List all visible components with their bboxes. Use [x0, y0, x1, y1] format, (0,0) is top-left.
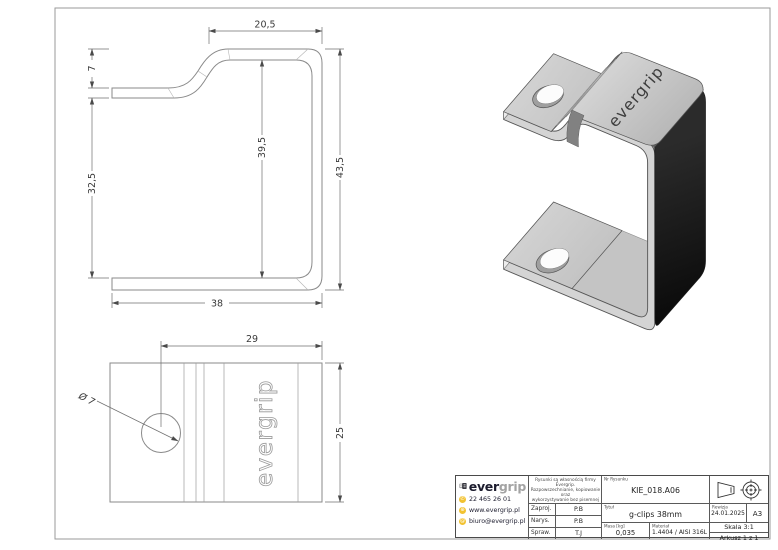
drawing-number-cell: Nr Rysunku KIE_018.A06 — [602, 476, 709, 503]
sheet-number: Arkusz 1 z 1 — [710, 531, 768, 542]
bottom-dimension-lines — [96, 341, 344, 503]
approval-row-designed: Zaproj. P.B — [529, 503, 601, 515]
profile-outline — [111, 48, 323, 291]
dim-depth: 25 — [335, 427, 346, 439]
sheet-format: A3 — [752, 509, 763, 518]
bend-lines — [183, 363, 299, 502]
first-angle-projection-icon — [717, 479, 762, 501]
iso-bottom-flange — [503, 201, 623, 289]
dim-total-height: 43,5 — [335, 157, 346, 178]
revision-label: Rewizja — [712, 505, 728, 510]
projection-symbol-cell — [710, 476, 768, 503]
dim-left-height: 32,5 — [87, 173, 98, 194]
meta-panel: Rewizja 24.01.2025 A3 Skala 3:1 Arkusz 1… — [709, 476, 768, 542]
disclaimer-line: wykorzystywanie bez pisemnej zgody — [531, 496, 600, 503]
format-cell: A3 — [746, 504, 768, 522]
dim-hole-offset: 29 — [246, 334, 258, 345]
approval-label: Spraw. — [531, 530, 551, 536]
dim-hole-dia: Ø 7 — [76, 390, 97, 408]
material-label: Materiał — [652, 524, 670, 529]
revision-format-cell: Rewizja 24.01.2025 A3 — [710, 503, 768, 522]
scale-sheet-cell: Skala 3:1 Arkusz 1 z 1 — [710, 522, 768, 542]
scale-value: Skala 3:1 — [724, 523, 754, 531]
brand-name-light: grip — [498, 478, 526, 494]
mass-label: Masa [kg] — [604, 524, 625, 529]
dim-inner-height: 39,5 — [257, 137, 268, 158]
disclaimer: Rysunki są własnością firmy Evergrip. Ro… — [529, 476, 601, 503]
evergrip-logo-icon — [459, 483, 467, 489]
approval-value: P.B — [555, 516, 601, 527]
disclaimer-line: Rysunki są własnością firmy Evergrip. — [535, 477, 596, 488]
material-cell: Materiał 1.4404 / AISI 316L — [649, 523, 709, 539]
dim-bottom-width: 38 — [211, 299, 223, 310]
bend-tangent-lines — [167, 48, 309, 291]
approval-row-drawn: Narys. P.B — [529, 515, 601, 527]
brand-name-bold: ever — [468, 478, 499, 494]
id-panel: Nr Rysunku KIE_018.A06 Tytuł g-clips 38m… — [601, 476, 709, 539]
material-value: 1.4404 / AISI 316L — [652, 529, 707, 536]
approval-value: T.J — [555, 528, 601, 539]
approvals-panel: Rysunki są własnością firmy Evergrip. Ro… — [528, 476, 601, 539]
approval-label: Zaproj. — [531, 506, 552, 512]
phone-icon: ✆ — [459, 496, 466, 503]
iso-view: evergrip — [503, 51, 706, 333]
side-view: 20,5 7 32,5 39,5 43,5 38 — [87, 20, 346, 310]
part-title: g-clips 38mm — [629, 510, 682, 519]
revision-date: 24.01.2025 — [711, 511, 745, 517]
approval-row-checked: Spraw. T.J — [529, 527, 601, 539]
email-link[interactable]: biuro@evergrip.pl — [469, 518, 526, 525]
mass-material-cell: Masa [kg] 0,035 Materiał 1.4404 / AISI 3… — [602, 522, 709, 539]
dim-top-width: 20,5 — [254, 20, 275, 31]
dim-hook-height: 7 — [87, 65, 98, 71]
iso-bend-shadow — [566, 109, 585, 148]
mass-value: 0,035 — [615, 529, 636, 537]
revision-cell: Rewizja 24.01.2025 — [710, 504, 746, 522]
approval-value: P.B — [555, 504, 601, 515]
iso-dark-face — [654, 88, 706, 326]
email-icon: @ — [459, 518, 466, 525]
side-dimension-lines — [88, 27, 344, 308]
bottom-view: evergrip 29 25 Ø 7 — [76, 334, 346, 503]
drawing-number-label: Nr Rysunku — [604, 477, 628, 482]
globe-icon: ⊕ — [459, 507, 466, 514]
title-cell: Tytuł g-clips 38mm — [602, 503, 709, 522]
title-label: Tytuł — [604, 505, 614, 510]
approval-label: Narys. — [531, 518, 550, 524]
phone-number: 22 465 26 01 — [469, 496, 512, 503]
drawing-number: KIE_018.A06 — [631, 486, 680, 495]
mass-cell: Masa [kg] 0,035 — [602, 523, 649, 539]
website-link[interactable]: www.evergrip.pl — [469, 507, 520, 514]
sheet-frame — [54, 7, 771, 540]
disclaimer-line: Rozpowszechnianie, kopiowanie oraz — [530, 487, 601, 498]
engraving-text: evergrip — [252, 379, 278, 487]
